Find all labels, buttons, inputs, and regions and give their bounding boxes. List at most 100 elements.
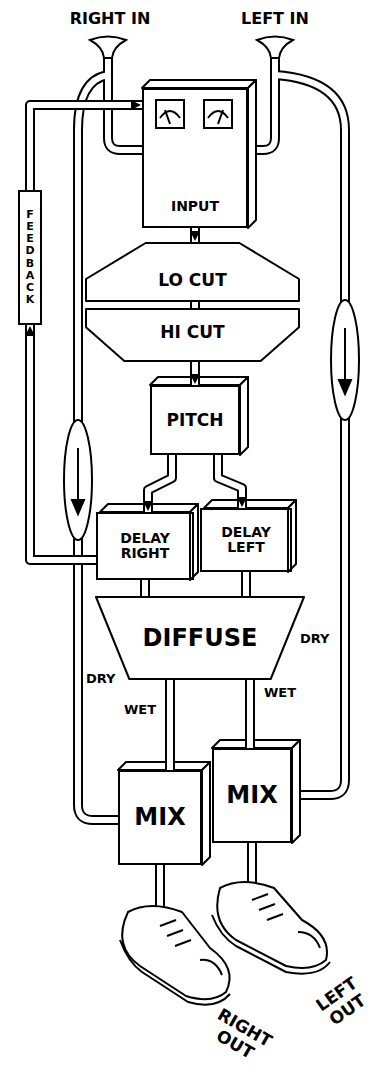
input-box: INPUT [142,88,248,228]
sneaker-sole [212,915,330,974]
delay-box: DELAY LEFT [200,508,292,572]
sneaker-toe [200,960,222,975]
node-label: LO CUT [158,271,226,290]
pipe-wall [30,325,96,560]
signal-label: LEFT OUT [310,972,374,1032]
box-top-face [204,500,296,508]
pipe-connector [190,362,200,385]
input-funnel [257,37,293,59]
sneaker-lace [175,940,191,946]
box-side-face [288,500,296,572]
sneaker-lace [160,920,176,926]
signal-label: RIGHT OUT [202,1003,278,1068]
node-label: DIFFUSE [143,625,258,651]
sneaker [217,882,327,968]
pipe-wall [241,572,251,596]
sneakers [120,882,330,1005]
flow-arrow [339,380,351,394]
box-top-face [142,80,256,88]
input-funnel [90,37,126,59]
node-label: MIX [134,804,185,830]
sneaker-lace [252,894,268,900]
mix-box: MIX [212,748,292,843]
pipe-connector [218,455,247,508]
box-side-face [248,80,256,228]
pipe-wall [165,680,175,770]
flow-arrow [72,500,84,514]
pipe-connector [143,455,172,512]
edge-label: WET [262,686,298,700]
node-label: DELAY LEFT [202,525,290,556]
pipe-connector [145,580,146,596]
pipe-wall [190,302,200,308]
box-top-face [212,740,300,748]
meter-needle [165,110,170,124]
signal-label: DRY [300,632,330,646]
pipe-connector [30,100,142,190]
shape-outline [96,597,304,679]
node-label: HI CUT [160,323,224,342]
node-label: FEEDBACK [25,209,36,306]
arrow-head [237,497,247,507]
shape-outline [86,309,299,361]
box-side-face [292,740,300,843]
mix-box: MIX [118,770,202,865]
pitch-box: PITCH [150,385,240,455]
node-label: MIX [226,782,277,808]
edge-label: WET [122,703,158,717]
pipe-bulge [331,300,359,420]
diffuse-block: DIFFUSE [95,596,305,680]
pipe-inside [30,105,142,190]
level-meter [156,100,184,128]
pipe-connector [190,228,200,242]
sneaker-sole [120,940,230,1005]
sneaker-toe [298,932,320,948]
sneaker-lace [259,904,275,910]
pipe-connector [25,325,96,560]
pipe-wall [30,105,142,190]
pipe-inside [167,680,173,770]
pipe-inside [218,455,242,508]
lo-cut-filter: LO CUT [85,242,300,302]
hi-cut-filter: HI CUT [85,308,300,362]
pipe-bulge [64,420,92,540]
box-faces [100,80,300,865]
sneaker-lace [167,930,183,936]
delay-box: DELAY RIGHT [96,512,194,580]
meter-needle [218,110,223,124]
pipe-connector [246,572,247,596]
sneaker-lace [267,914,283,920]
pipe-connector [170,680,171,770]
arrow-head [143,501,153,511]
pipe-wall [190,362,200,385]
flow-arrow [77,448,79,502]
pipe-inside [192,302,198,308]
pipe-inside [78,58,345,918]
box-top-face [118,762,210,770]
pipe-inside [247,680,253,748]
arrow-head [190,374,200,384]
node-label: INPUT [171,199,219,214]
level-meters [156,100,232,128]
arrow-head [131,100,141,110]
box-side-face [240,377,248,455]
meter-scale [208,111,228,118]
box-side-face [190,504,198,580]
node-label: PITCH [166,411,223,430]
signal-label: DRY [86,672,116,686]
box-side-face [202,762,210,865]
funnels [90,37,293,59]
level-meter [204,100,232,128]
pipe-connector [195,302,196,308]
pipe-inside [142,580,148,596]
signal-label: RIGHT IN [70,10,151,28]
pipe-inside [243,572,249,596]
pipe-wall [218,455,242,508]
shape-outline [86,243,299,301]
pipe-wall [140,580,150,596]
arrow-head [190,231,200,241]
meter-scale [160,111,180,118]
pipe-inside [30,325,96,560]
node-label: DELAY RIGHT [98,531,192,562]
